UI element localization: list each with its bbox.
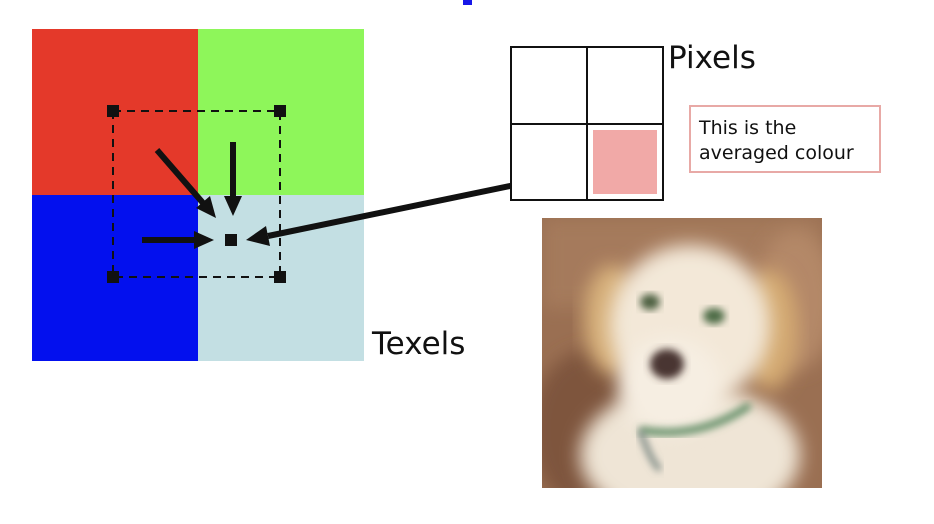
arrow [142,231,214,249]
corner-marker [274,271,286,283]
title-fragment [463,0,472,5]
sample-center-point [225,234,237,246]
pixel-grid [510,46,664,201]
arrow [224,142,242,216]
texels-label: Texels [372,326,466,362]
arrow [154,148,216,218]
pixels-label: Pixels [668,40,756,76]
corner-marker [107,271,119,283]
callout-line: averaged colour [699,142,854,164]
callout-line: This is the [699,117,797,139]
averaged-pixel [593,130,657,194]
averaged-colour-callout: This is the averaged colour [689,105,881,173]
corner-marker [107,105,119,117]
dog-photo [542,218,822,488]
corner-marker [274,105,286,117]
